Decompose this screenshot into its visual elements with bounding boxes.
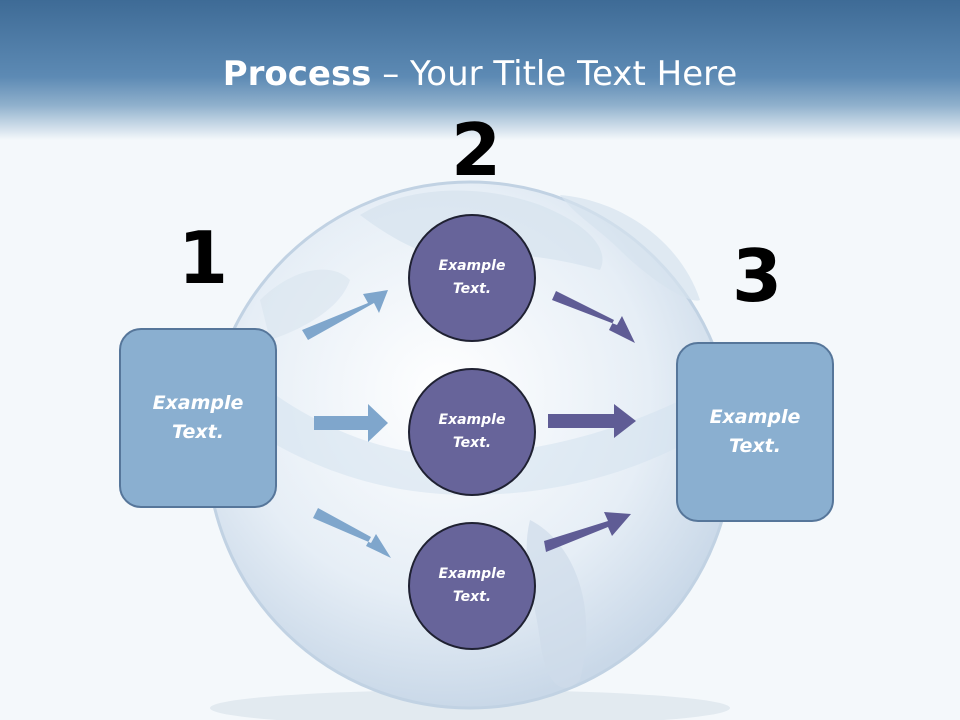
- title-banner: [0, 0, 960, 140]
- arrow-down-right: [552, 291, 635, 343]
- right-box: Example Text.: [676, 342, 834, 522]
- arrow-right: [314, 404, 388, 442]
- circle-bottom: Example Text.: [408, 522, 536, 650]
- left-box: Example Text.: [119, 328, 277, 508]
- title-rest: – Your Title Text Here: [371, 54, 738, 94]
- left-arrows: [302, 290, 391, 558]
- right-box-text: Example Text.: [709, 406, 801, 457]
- step-number-2: 2: [451, 108, 502, 192]
- arrow-up-right: [302, 290, 388, 340]
- arrow-up-right: [544, 512, 631, 552]
- step-number-1: 1: [178, 216, 229, 300]
- step-number-3: 3: [732, 234, 783, 318]
- right-arrows: [544, 291, 636, 552]
- circle-top-text: Example Text.: [438, 258, 506, 297]
- circle-top: Example Text.: [408, 214, 536, 342]
- circle-middle-text: Example Text.: [438, 412, 506, 451]
- circle-middle: Example Text.: [408, 368, 536, 496]
- arrow-down-right: [313, 508, 391, 558]
- arrow-right: [548, 404, 636, 438]
- left-box-text: Example Text.: [152, 392, 244, 443]
- slide-title: Process – Your Title Text Here: [0, 52, 960, 96]
- title-bold: Process: [222, 54, 372, 94]
- circle-bottom-text: Example Text.: [438, 566, 506, 605]
